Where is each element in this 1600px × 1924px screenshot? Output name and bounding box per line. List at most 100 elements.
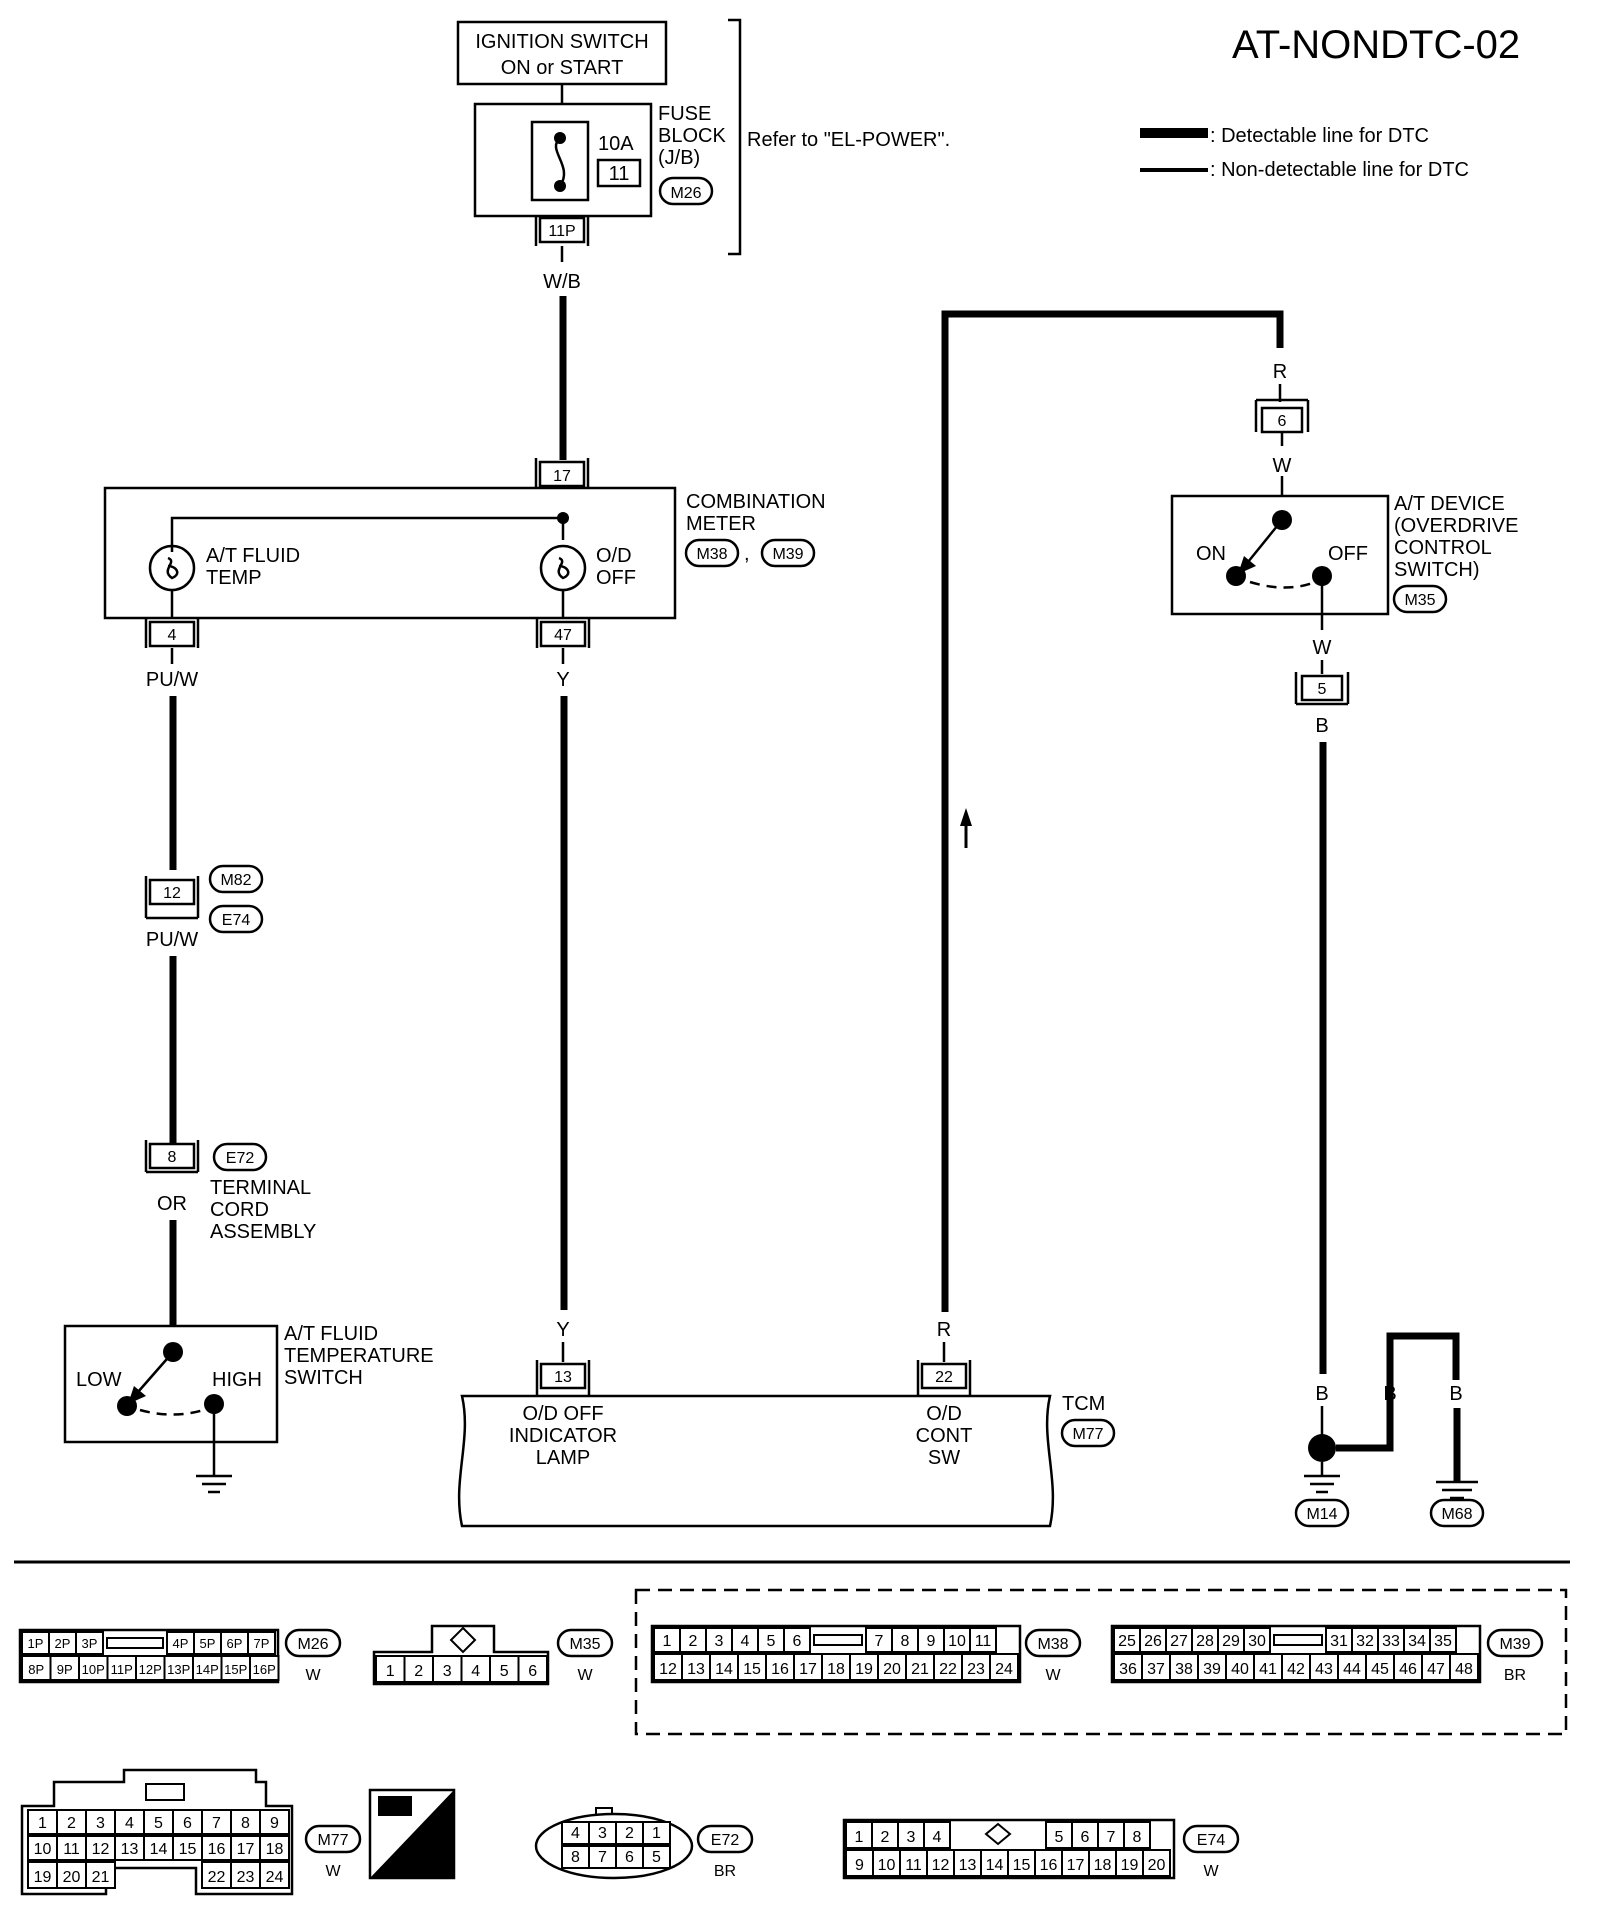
temp-switch-label-1: A/T FLUID [284, 1323, 378, 1345]
wire-or-label: OR [157, 1193, 187, 1215]
e74-row2-cavity [1142, 1849, 1171, 1877]
m38-row1-pin-label: 3 [715, 1633, 724, 1650]
at-fluid-temp-label-2: TEMP [206, 567, 262, 589]
m35-pin-pin-label: 2 [414, 1663, 423, 1680]
m77-row2-pin-label: 18 [266, 1841, 284, 1858]
m26-row2-cavity [220, 1655, 251, 1681]
m39-row2-pin-label: 48 [1455, 1661, 1473, 1678]
fuse-connector-badge [658, 176, 714, 206]
e74-row2-cavity [1061, 1849, 1090, 1877]
fuse-refer-note: Refer to "EL-POWER". [747, 129, 950, 151]
m39-row2-pin-label: 43 [1315, 1661, 1333, 1678]
m77-row2-cavity [114, 1835, 145, 1861]
m39-id: M39 [1499, 1636, 1530, 1653]
m39-row2-cavity [1169, 1653, 1199, 1681]
m77-row1-pin-label: 8 [241, 1815, 250, 1832]
wire-b-label-3: B [1383, 1383, 1396, 1405]
m39-row2-pin-label: 47 [1427, 1661, 1445, 1678]
m38-row2-pin-label: 16 [771, 1661, 789, 1678]
e74-row1-pin-label: 7 [1107, 1829, 1116, 1846]
od-off-label-2: OFF [596, 567, 636, 589]
m77-row3-cavity [230, 1861, 261, 1889]
m38-row2-pin-label: 22 [939, 1661, 957, 1678]
ground-m68-label: M68 [1441, 1506, 1472, 1523]
m38-row2-cavity [961, 1653, 991, 1681]
m77-row3-cavity [56, 1861, 87, 1889]
e74-row2-cavity [953, 1849, 982, 1877]
m39-row1-pin-label: 25 [1118, 1633, 1136, 1650]
m26-row1-pin-label: 5P [200, 1636, 216, 1651]
meter-connectors-group [634, 1588, 1568, 1736]
tcm-terminal-22: 22 [935, 1369, 953, 1386]
m26-row2-cavity [163, 1655, 194, 1681]
e72-row2-cavity [642, 1845, 671, 1869]
e74-row2-pin-label: 16 [1040, 1857, 1058, 1874]
m77-row1-pin-label: 2 [67, 1815, 76, 1832]
tcm-od-lamp-label-3: LAMP [536, 1447, 590, 1469]
m39-row2-pin-label: 44 [1343, 1661, 1361, 1678]
m26-row2-cavity [78, 1655, 109, 1681]
combination-meter-label-1: COMBINATION [686, 491, 826, 513]
wire-r [941, 310, 1284, 1312]
at-device-label-3: CONTROL [1394, 537, 1492, 559]
ground-m14-label: M14 [1306, 1506, 1337, 1523]
wire-wb-label: W/B [543, 271, 581, 293]
signal-direction-arrow [960, 808, 972, 826]
m26-row1-cavity [75, 1631, 104, 1655]
temp-switch-low: LOW [76, 1369, 122, 1391]
m39-row1-pin-label: 27 [1170, 1633, 1188, 1650]
m77-row1-pin-label: 3 [96, 1815, 105, 1832]
tcm-od-cont-label-2: CONT [916, 1425, 973, 1447]
fuse-amp: 10A [598, 133, 634, 155]
e74-row1-pin-label: 8 [1133, 1829, 1142, 1846]
m38-row2-cavity [653, 1653, 683, 1681]
e74-row2-pin-label: 13 [959, 1857, 977, 1874]
at-device-on: ON [1196, 543, 1226, 565]
e74-row2-pin-label: 9 [855, 1857, 864, 1874]
m26-row1-pin-label: 7P [254, 1636, 270, 1651]
wire-b-ground-bridge [1336, 1332, 1460, 1452]
m77-row2-pin-label: 11 [63, 1841, 80, 1858]
m38-row2-pin-label: 15 [743, 1661, 761, 1678]
m77-row3-pin-label: 21 [92, 1869, 110, 1886]
m39-row1-pin-label: 31 [1330, 1633, 1348, 1650]
e74-row1-cavity [923, 1821, 951, 1849]
m26-row2-pin-label: 9P [57, 1662, 73, 1677]
m38-row1-pin-label: 6 [793, 1633, 802, 1650]
m35-pin-pin-label: 4 [471, 1663, 480, 1680]
m39-row1-cavity [1243, 1627, 1271, 1653]
m38-row1-pin-label: 2 [689, 1633, 698, 1650]
meter-terminal-17: 17 [553, 468, 571, 485]
ignition-switch-label-1: IGNITION SWITCH [475, 31, 648, 53]
e74-row1-pin-label: 5 [1055, 1829, 1064, 1846]
e74-row1-cavity [845, 1821, 873, 1849]
m39-row2-pin-label: 40 [1231, 1661, 1249, 1678]
m39-row2-cavity [1393, 1653, 1423, 1681]
m38-id: M38 [1037, 1636, 1068, 1653]
fuse-bracket [728, 18, 742, 256]
m38-row2-cavity [989, 1653, 1019, 1681]
fuse-block-label-2: BLOCK [658, 125, 726, 147]
m35-pin-pin-label: 5 [500, 1663, 509, 1680]
e74-row1-cavity [897, 1821, 925, 1849]
m39-badge [1486, 1628, 1544, 1658]
tcm [457, 1360, 1055, 1528]
m77-row1-pin-label: 6 [183, 1815, 192, 1832]
m38-row1-cavity [731, 1627, 759, 1653]
m38-row2-cavity [933, 1653, 963, 1681]
m26-row2-pin-label: 14P [196, 1662, 219, 1677]
m26-row1-cavity [247, 1631, 276, 1655]
m77-row1-cavity [259, 1809, 290, 1835]
m39-row1-pin-label: 26 [1144, 1633, 1162, 1650]
m77-row3-cavity [85, 1861, 116, 1889]
m38-row2-cavity [737, 1653, 767, 1681]
m77-row2-pin-label: 15 [179, 1841, 197, 1858]
m77-row2-pin-label: 17 [237, 1841, 255, 1858]
legend-nondetectable-label: : Non-detectable line for DTC [1210, 159, 1469, 181]
ground-m14 [1294, 1462, 1350, 1528]
m38-row1-pin-label: 4 [741, 1633, 750, 1650]
e72-row2-pin-label: 5 [652, 1849, 661, 1866]
m26-row1-pin-label: 6P [227, 1636, 243, 1651]
